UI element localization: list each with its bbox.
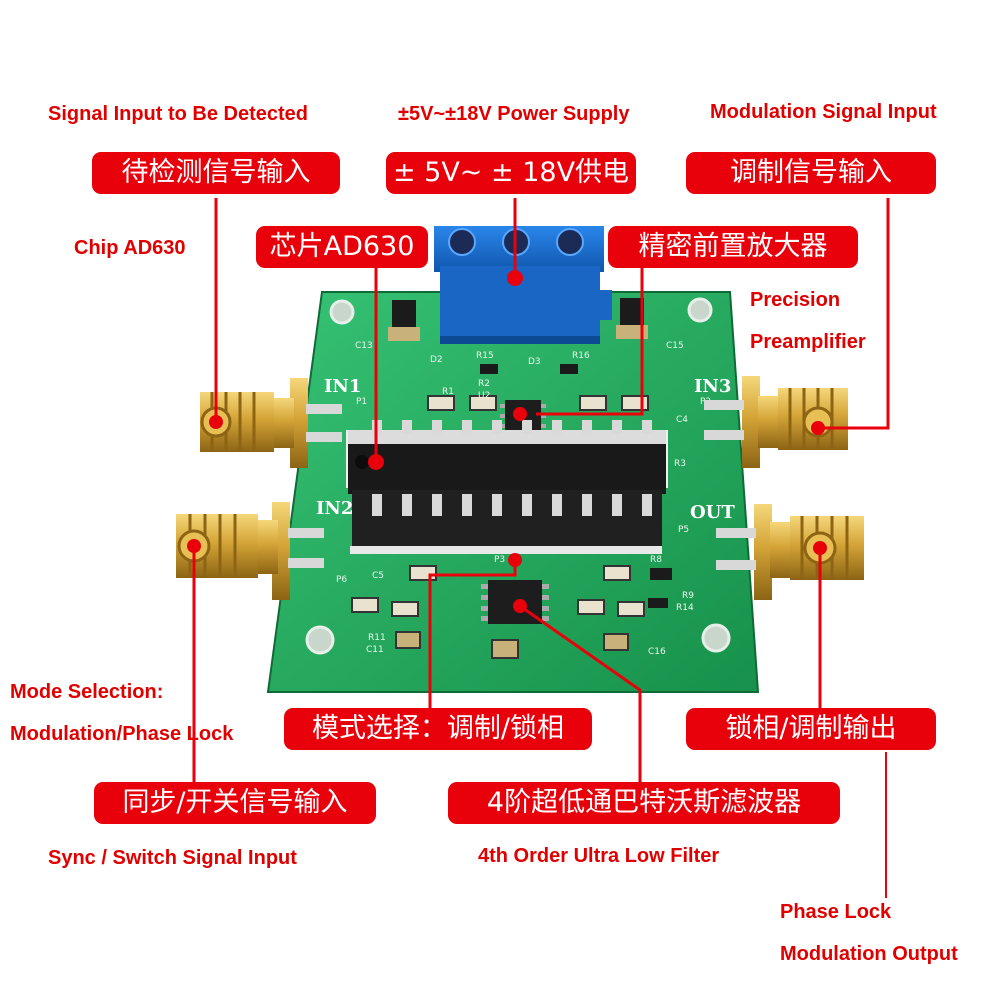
dip-pin (552, 420, 562, 434)
svg-text:R11: R11 (368, 633, 386, 643)
dip-pin (492, 420, 502, 434)
badge-preamp-cn: 精密前置放大器 (608, 226, 858, 268)
label-power-supply-en: ±5V~±18V Power Supply (398, 103, 630, 125)
label-filter-en: 4th Order Ultra Low Filter (478, 845, 720, 867)
badge-chip-cn: 芯片AD630 (256, 226, 428, 268)
power-terminal-block (434, 226, 612, 344)
label-sync-switch-en: Sync / Switch Signal Input (48, 847, 297, 869)
svg-text:D2: D2 (430, 355, 443, 365)
dip-pin (522, 420, 532, 434)
svg-text:P5: P5 (678, 525, 689, 535)
svg-text:R1: R1 (442, 387, 454, 397)
svg-text:P1: P1 (356, 397, 367, 407)
svg-text:U2: U2 (478, 391, 490, 401)
svg-text:R16: R16 (572, 351, 590, 361)
svg-text:C4: C4 (676, 415, 688, 425)
in1-silk: IN1 (324, 376, 361, 397)
badge-power-supply-cn: ± 5V~ ± 18V供电 (386, 152, 636, 194)
dip-pin (642, 420, 652, 434)
svg-text:C16: C16 (648, 647, 666, 657)
callout-dots (187, 270, 827, 613)
label-modulation-output-en: Modulation Output (780, 943, 958, 965)
svg-text:R9: R9 (682, 591, 694, 601)
dip-pin (522, 494, 532, 516)
svg-text:D3: D3 (528, 357, 541, 367)
dip-pin (432, 494, 442, 516)
dip-pin (402, 494, 412, 516)
label-phase-lock-en: Phase Lock (780, 901, 892, 923)
dip-pin (612, 494, 622, 516)
in2-silk: IN2 (316, 498, 353, 519)
svg-text:C5: C5 (372, 571, 384, 581)
sma-connector-out (716, 504, 864, 600)
dip-pin (582, 494, 592, 516)
dip-pin (552, 494, 562, 516)
badge-modulation-input-cn: 调制信号输入 (686, 152, 936, 194)
badge-output-cn: 锁相/调制输出 (686, 708, 936, 750)
svg-text:R14: R14 (676, 603, 694, 613)
badge-mode-cn: 模式选择：调制/锁相 (284, 708, 592, 750)
ad630-chip (346, 420, 668, 554)
label-chip-en: Chip AD630 (74, 237, 186, 259)
svg-text:C11: C11 (366, 645, 384, 655)
dip-pin (462, 420, 472, 434)
svg-text:C15: C15 (666, 341, 684, 351)
dip-pin (642, 494, 652, 516)
callout-lines (192, 198, 890, 898)
label-signal-input-en: Signal Input to Be Detected (48, 103, 309, 125)
badge-sync-switch-cn: 同步/开关信号输入 (94, 782, 376, 824)
badge-signal-input-cn: 待检测信号输入 (92, 152, 340, 194)
dip-pin (432, 420, 442, 434)
svg-text:R15: R15 (476, 351, 494, 361)
svg-text:R2: R2 (478, 379, 490, 389)
label-modulation-input-en: Modulation Signal Input (710, 101, 937, 123)
in3-silk: IN3 (694, 376, 731, 397)
label-precision-en: Precision (750, 289, 841, 311)
svg-text:P6: P6 (336, 575, 347, 585)
dip-pin (402, 420, 412, 434)
svg-text:R8: R8 (650, 555, 662, 565)
svg-text:C13: C13 (355, 341, 373, 351)
label-mode-modes-en: Modulation/Phase Lock (10, 723, 234, 745)
sma-connector-in3 (704, 376, 848, 468)
label-preamplifier-en: Preamplifier (750, 331, 866, 353)
out-silk: OUT (690, 502, 735, 523)
label-mode-selection-en: Mode Selection: (10, 681, 164, 703)
dip-pin (612, 420, 622, 434)
dip-pin (372, 494, 382, 516)
dip-pin (582, 420, 592, 434)
svg-text:R3: R3 (674, 459, 686, 469)
smd-components (351, 298, 672, 659)
dip-pin (492, 494, 502, 516)
dip-pin (462, 494, 472, 516)
svg-text:P3: P3 (494, 555, 505, 565)
badge-filter-cn: 4阶超低通巴特沃斯滤波器 (448, 782, 840, 824)
